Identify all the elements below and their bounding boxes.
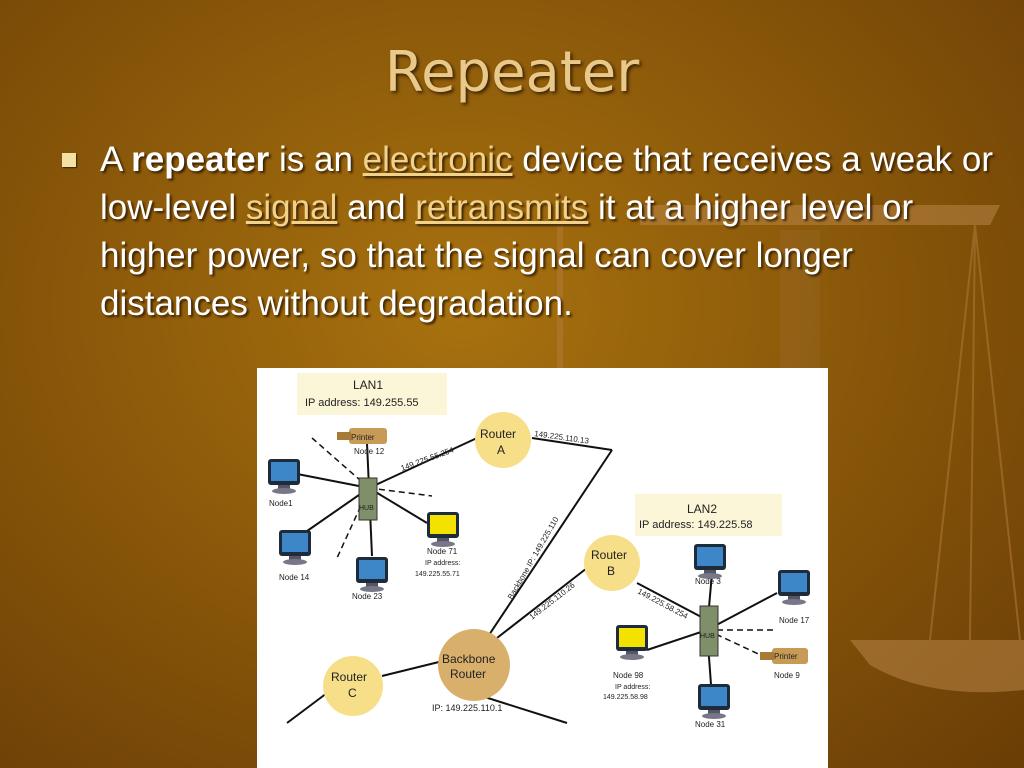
lan2-box	[635, 494, 782, 536]
text-part: A	[100, 140, 132, 179]
body-paragraph: A repeater is an electronic device that …	[100, 136, 1010, 328]
router-c-label: Router	[331, 670, 367, 684]
node3-label: Node 3	[695, 577, 721, 586]
text-part: device that receives a weak or low-level	[100, 140, 993, 227]
backbone-router	[438, 629, 510, 701]
router-a	[475, 412, 531, 468]
computer-icon	[778, 570, 810, 605]
node98-ip-label: IP address:	[615, 684, 650, 691]
router-a-label: Router	[480, 427, 516, 441]
computer-icon	[356, 557, 388, 592]
printer-label: Printer	[351, 433, 375, 442]
node1-label: Node1	[269, 499, 293, 508]
computer-icon	[268, 459, 300, 494]
lan2-hub	[699, 605, 719, 657]
computer-icon	[698, 684, 730, 719]
node14-label: Node 14	[279, 573, 310, 582]
link-retransmits[interactable]: retransmits	[415, 188, 589, 227]
node98-label: Node 98	[613, 671, 644, 680]
backbone-router-label-2: Router	[450, 667, 486, 681]
node31-label: Node 31	[695, 720, 726, 729]
router-c	[323, 656, 383, 716]
node71-ip: 149.225.55.71	[415, 571, 460, 578]
printer-label-2: Printer	[774, 652, 798, 661]
computer-icon	[427, 512, 459, 547]
node98-ip: 149.225.58.98	[603, 694, 648, 701]
lan2-name: LAN2	[687, 502, 717, 516]
printer-icon	[760, 648, 808, 664]
node17-label: Node 17	[779, 616, 810, 625]
backbone-ip: IP: 149.225.110.1	[432, 703, 502, 713]
lan1-box	[297, 373, 447, 415]
slide-title: Repeater	[384, 40, 640, 105]
computer-icon	[616, 625, 648, 660]
node12-label: Node 12	[354, 447, 385, 456]
lan2-ip: IP address: 149.225.58	[639, 519, 753, 531]
lan1-hub-label: HUB	[359, 505, 374, 512]
router-c-letter: C	[348, 686, 357, 700]
router-a-letter: A	[497, 443, 505, 457]
link-electronic[interactable]: electronic	[362, 140, 513, 179]
router-b-label: Router	[591, 548, 627, 562]
link-label-backbone: Backbone IP: 149.225.110	[506, 515, 561, 601]
text-part: it at a higher level or higher power, so…	[100, 188, 914, 323]
router-b	[584, 535, 640, 591]
link-label-router-b-backbone: 149.225.110.26	[528, 580, 577, 621]
link-label-router-b-hub: 149.225.58.254	[636, 587, 690, 621]
link-label-router-a-lan1: 149.225.55.254	[400, 445, 456, 473]
lan1-hub	[358, 477, 378, 521]
node9-label: Node 9	[774, 671, 800, 680]
connection-lines	[286, 437, 778, 724]
network-diagram: LAN1 IP address: 149.255.55 LAN2 IP addr…	[257, 368, 828, 768]
lan1-ip: IP address: 149.255.55	[305, 397, 419, 409]
link-signal[interactable]: signal	[245, 188, 338, 227]
node71-label: Node 71	[427, 547, 458, 556]
text-part: and	[337, 188, 416, 227]
backbone-router-label: Backbone	[442, 652, 496, 666]
bold-term: repeater	[131, 140, 270, 179]
printer-icon	[337, 428, 387, 444]
bullet-marker	[62, 153, 76, 167]
text-part: is an	[269, 140, 363, 179]
node23-label: Node 23	[352, 592, 383, 601]
computer-icon	[694, 544, 726, 579]
lan2-hub-label: HUB	[700, 633, 715, 640]
router-b-letter: B	[607, 564, 615, 578]
computer-icon	[279, 530, 311, 565]
lan1-name: LAN1	[353, 378, 383, 392]
node71-ip-label: IP address:	[425, 560, 460, 567]
